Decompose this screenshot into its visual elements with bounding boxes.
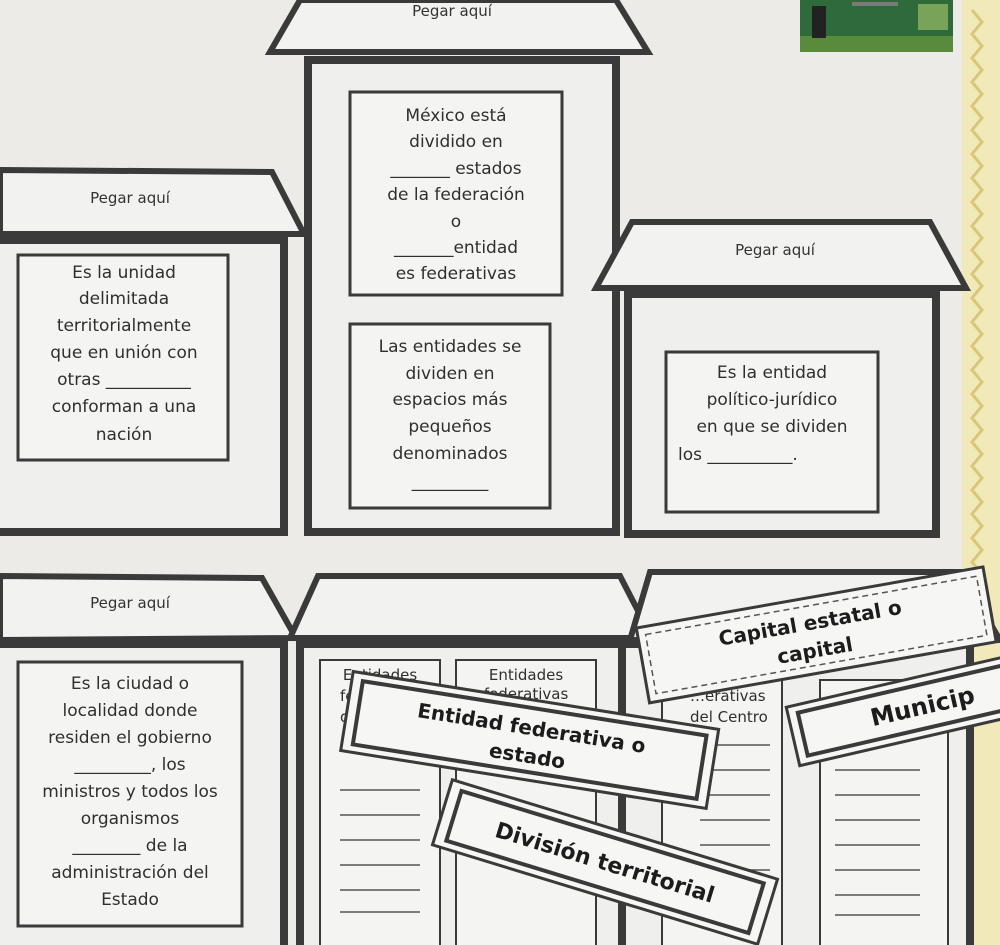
box2-line: Las entidades se: [379, 337, 522, 357]
top-house-roof-label: Pegar aquí: [412, 2, 493, 20]
right-box-line: político-jurídico: [707, 390, 838, 410]
top-house-box2: [348, 322, 552, 510]
left-box-line: delimitada: [79, 289, 169, 309]
right-box-line: Es la entidad: [717, 363, 827, 383]
left-box-line: conforman a una: [52, 397, 197, 417]
thumbnail-image: [800, 0, 953, 52]
bottom-left-line: administración del: [51, 863, 209, 883]
right-box-line: los __________.: [678, 445, 798, 465]
bottom-left-line: _________, los: [73, 755, 185, 775]
bottom-left-line: ________ de la: [71, 836, 187, 856]
box1-line: _______entidad: [393, 238, 518, 258]
right-house-box-text: Es la entidad político-jurídico en que s…: [678, 363, 848, 465]
col3-fragment: del Centro: [690, 708, 768, 726]
bottom-left-line: localidad donde: [63, 701, 198, 721]
box2-line: denominados: [393, 444, 508, 464]
left-box-line: otras __________: [57, 370, 191, 390]
right-house-roof-label: Pegar aquí: [735, 241, 816, 259]
box1-line: o: [451, 212, 461, 232]
left-box-line: que en unión con: [50, 343, 197, 363]
box2-line: espacios más: [392, 390, 507, 410]
top-house-box1: [348, 90, 564, 297]
left-box-line: Es la unidad: [72, 263, 176, 283]
bottom-left-box-text: Es la ciudad o localidad donde residen e…: [42, 674, 218, 910]
box2-line: _________: [411, 472, 489, 492]
left-box-line: territorialmente: [57, 316, 191, 336]
box1-line: de la federación: [387, 185, 525, 205]
bottom-left-line: ministros y todos los: [42, 782, 218, 802]
right-house: Pegar aquí Es la entidad político-jurídi…: [590, 219, 972, 538]
box2-line: dividen en: [406, 364, 495, 384]
right-box-line: en que se dividen: [696, 417, 847, 437]
bottom-left-line: residen el gobierno: [48, 728, 212, 748]
left-house-box-text: Es la unidad delimitada territorialmente…: [50, 263, 197, 445]
bottom-left-house: Pegar aquí Es la ciudad o localidad dond…: [0, 572, 302, 945]
box1-line: es federativas: [396, 264, 517, 284]
bottom-left-line: organismos: [81, 809, 180, 829]
left-house-roof-label: Pegar aquí: [90, 189, 171, 207]
top-house: Pegar aquí México está dividido en _____…: [264, 0, 654, 536]
bottom-left-roof-label: Pegar aquí: [90, 594, 171, 612]
box1-line: _______ estados: [389, 159, 521, 179]
top-house-box1-text: México está dividido en _______ estados …: [387, 106, 525, 284]
box1-line: dividido en: [409, 132, 503, 152]
bottom-left-box: [16, 660, 244, 928]
box1-line: México está: [405, 106, 506, 126]
top-house-box2-text: Las entidades se dividen en espacios más…: [379, 337, 522, 492]
left-box-line: nación: [96, 425, 152, 445]
left-house-box: [16, 253, 230, 462]
right-house-box: [664, 350, 880, 514]
strip-municipio[interactable]: Municip: [784, 646, 1000, 768]
box2-line: pequeños: [408, 417, 491, 437]
bottom-left-line: Estado: [101, 890, 159, 910]
left-house: Pegar aquí Es la unidad delimitada terri…: [0, 166, 309, 536]
bottom-left-line: Es la ciudad o: [71, 674, 189, 694]
col2-header: Entidades: [489, 666, 563, 684]
